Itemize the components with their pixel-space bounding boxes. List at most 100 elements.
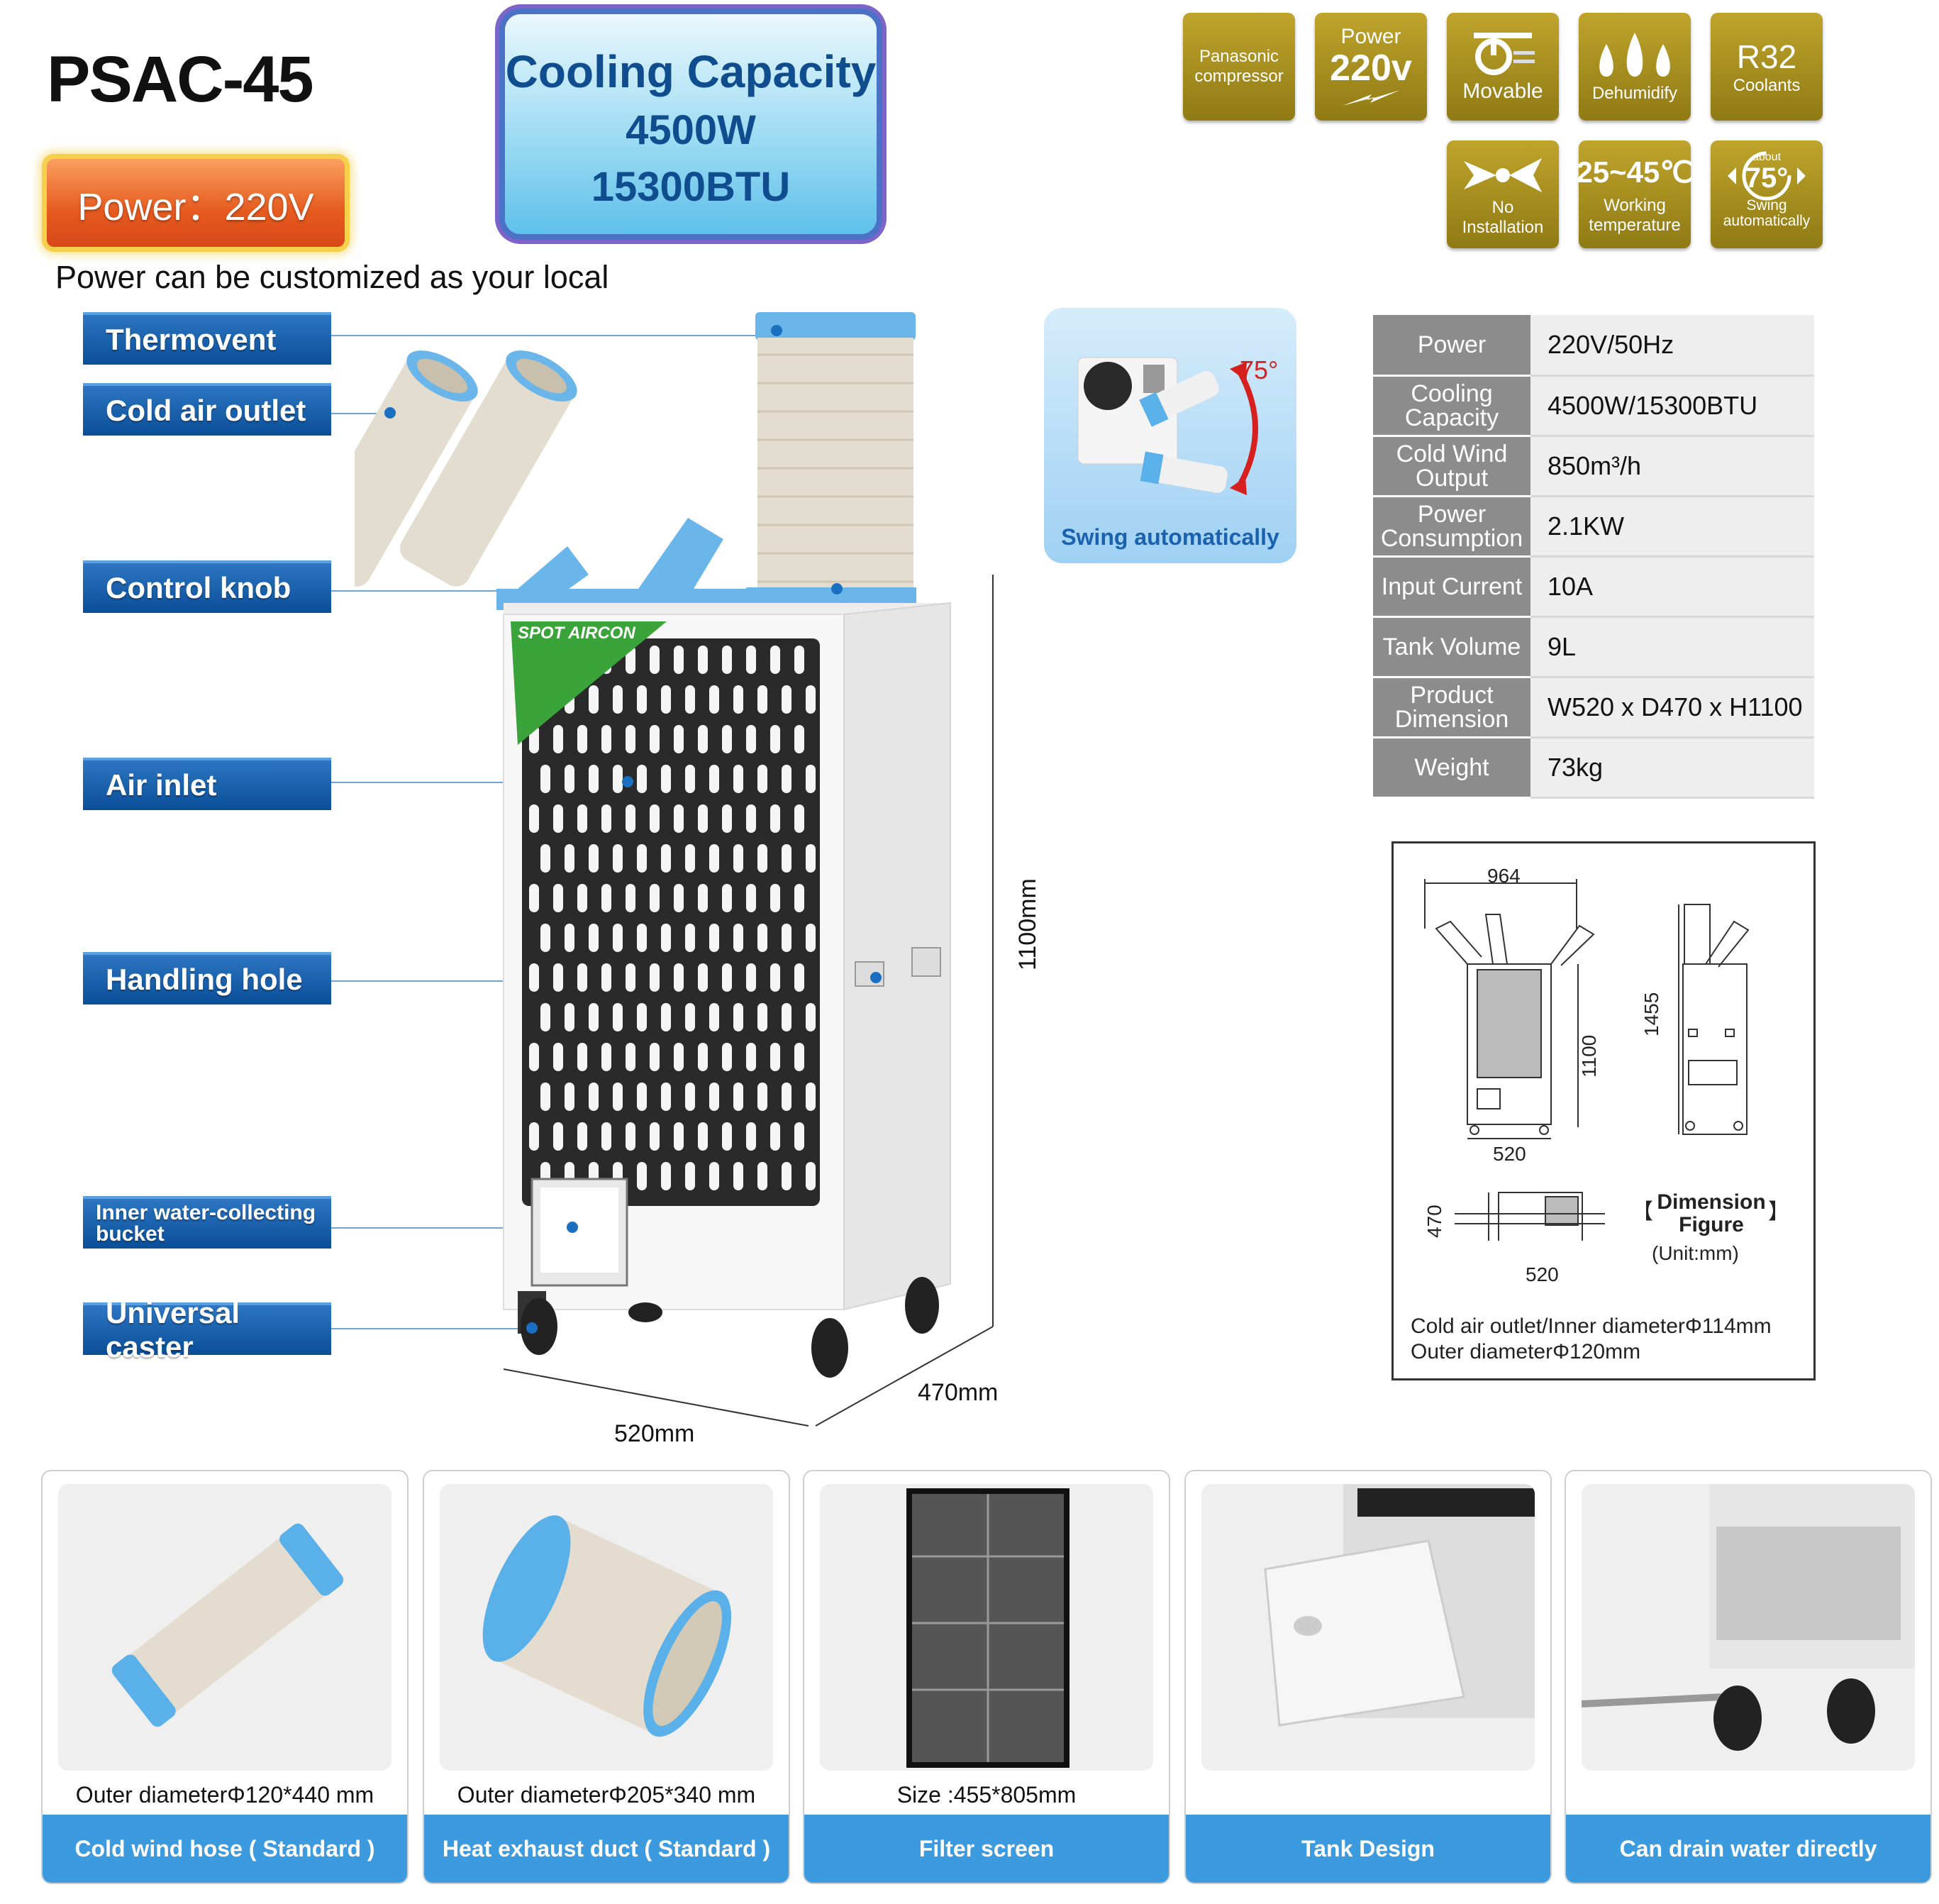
brand-label: SPOT AIRCON <box>518 624 635 643</box>
tools-icon <box>1464 158 1542 192</box>
label-control-knob: Control knob <box>83 560 331 613</box>
feature-text: about <box>1752 151 1782 163</box>
swing-illustration: 75° <box>1077 355 1278 495</box>
swing-panel: 75° Swing automatically <box>1044 308 1296 563</box>
spec-key: Cold Wind Output <box>1373 436 1530 497</box>
dim-front-height: 1100 <box>1578 1034 1600 1078</box>
accessory-label: Cold wind hose ( Standard ) <box>43 1815 407 1883</box>
feature-movable: Movable <box>1447 13 1559 121</box>
model-title: PSAC-45 <box>47 43 314 116</box>
exhaust-duct-image <box>440 1484 773 1771</box>
accessory-label: Filter screen <box>804 1815 1169 1883</box>
spec-key: Input Current <box>1373 556 1530 618</box>
spec-key: Power <box>1373 315 1530 377</box>
customize-note: Power can be customized as your local <box>55 259 609 295</box>
feature-text: Installation <box>1462 218 1544 237</box>
feature-text: Power <box>1340 25 1401 48</box>
feature-text: Dehumidify <box>1591 84 1678 103</box>
product-illustration: SPOT AIRCON <box>355 312 994 1427</box>
label-handling-hole: Handling hole <box>83 952 331 1004</box>
feature-r32: R32 Coolants <box>1711 13 1823 121</box>
spec-value: W520 x D470 x H1100 <box>1530 677 1814 738</box>
feature-text: Working temperature <box>1589 196 1681 235</box>
spec-key: Tank Volume <box>1373 616 1530 678</box>
spec-key: Cooling Capacity <box>1373 375 1530 437</box>
tank-image <box>1201 1484 1535 1771</box>
feature-text: Swing automatically <box>1723 197 1811 229</box>
accessory-label: Heat exhaust duct ( Standard ) <box>424 1815 789 1883</box>
spec-key: Power Consumption <box>1373 496 1530 558</box>
dim-front-width: 520 <box>1493 1143 1526 1165</box>
swing-angle: 75° <box>1240 355 1278 384</box>
spec-value: 850m³/h <box>1530 436 1814 497</box>
spec-value: 220V/50Hz <box>1530 315 1814 377</box>
filter-image <box>820 1484 1153 1771</box>
leader-line <box>331 413 389 414</box>
dimension-drawing <box>1424 879 1750 1241</box>
accessory-card-cold-hose: Outer diameterΦ120*440 mm Cold wind hose… <box>41 1470 409 1884</box>
spec-value: 9L <box>1530 616 1814 678</box>
feature-text: compressor <box>1194 67 1284 86</box>
accessory-caption: Outer diameterΦ120*440 mm <box>75 1782 374 1808</box>
capacity-title: Cooling Capacity <box>505 46 877 97</box>
water-drops-icon <box>1599 33 1670 77</box>
feature-text: 220v <box>1330 48 1412 89</box>
accessory-card-drain: Can drain water directly <box>1565 1470 1932 1884</box>
movable-icon <box>1474 33 1535 75</box>
feature-panasonic: Panasonic compressor <box>1183 13 1295 121</box>
leader-line <box>331 1328 530 1329</box>
accessory-card-filter: Size :455*805mm Filter screen <box>803 1470 1170 1884</box>
spec-value: 2.1KW <box>1530 496 1814 558</box>
accessory-label: Can drain water directly <box>1566 1815 1930 1883</box>
feature-swing: about 75° Swing automatically <box>1711 140 1823 248</box>
label-cold-air-outlet: Cold air outlet <box>83 383 331 436</box>
spec-key: Weight <box>1373 737 1530 799</box>
feature-no-installation: No Installation <box>1447 140 1559 248</box>
cold-hose-image <box>58 1484 391 1771</box>
leader-line <box>331 335 777 336</box>
feature-text: 25~45℃ <box>1576 155 1694 189</box>
dim-top-width: 964 <box>1487 865 1521 887</box>
feature-text: 75° <box>1745 162 1789 194</box>
dim-bracket-left: 【 <box>1632 1200 1653 1224</box>
dim-side-height: 1455 <box>1640 992 1662 1036</box>
dim-title-line: Dimension <box>1657 1190 1766 1214</box>
drain-image <box>1582 1484 1915 1771</box>
spec-key: Product Dimension <box>1373 677 1530 738</box>
lightning-icon <box>1343 90 1400 106</box>
accessory-caption: Outer diameterΦ205*340 mm <box>457 1782 756 1808</box>
swing-caption: Swing automatically <box>1061 524 1279 550</box>
feature-power: Power 220v <box>1315 13 1427 121</box>
width-dimension: 520mm <box>614 1420 695 1447</box>
label-water-bucket: Inner water-collecting bucket <box>83 1196 331 1249</box>
feature-text: No <box>1491 198 1514 217</box>
leader-line <box>331 782 629 783</box>
feature-text: Panasonic <box>1199 47 1279 66</box>
accessory-card-exhaust-duct: Outer diameterΦ205*340 mm Heat exhaust d… <box>423 1470 790 1884</box>
feature-text: R32 <box>1736 38 1797 75</box>
height-dimension: 1100mm <box>1014 878 1041 970</box>
dim-note-inner: Cold air outlet/Inner diameterΦ114mm <box>1411 1314 1772 1338</box>
capacity-btu: 15300BTU <box>591 164 791 210</box>
depth-dimension: 470mm <box>918 1379 999 1406</box>
dim-unit: (Unit:mm) <box>1652 1242 1739 1264</box>
feature-dehumidify: Dehumidify <box>1579 13 1691 121</box>
label-air-inlet: Air inlet <box>83 758 331 810</box>
accessory-caption: Size :455*805mm <box>896 1782 1077 1808</box>
feature-working-temp: 25~45℃ Working temperature <box>1576 140 1694 248</box>
label-universal-caster: Universal caster <box>83 1296 331 1363</box>
power-badge: Power：220V <box>47 159 345 247</box>
dim-note-outer: Outer diameterΦ120mm <box>1411 1340 1641 1363</box>
dim-bracket-right: 】 <box>1768 1200 1789 1224</box>
label-thermovent: Thermovent <box>83 312 331 365</box>
spec-value: 73kg <box>1530 737 1814 799</box>
dim-title-line: Figure <box>1679 1213 1744 1236</box>
